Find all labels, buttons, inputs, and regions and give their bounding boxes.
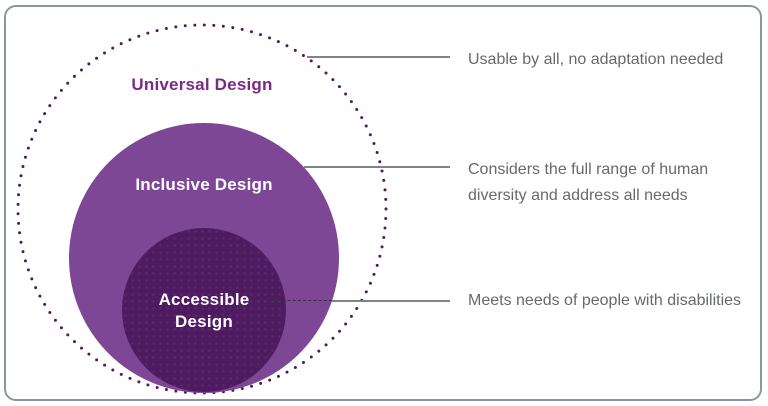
leader-line-accessible <box>332 300 450 302</box>
accessible-design-label: Accessible Design <box>122 289 286 333</box>
inclusive-design-label: Inclusive Design <box>135 175 273 194</box>
annotation-inclusive: Considers the full range of human divers… <box>468 157 760 209</box>
annotation-line: diversity and address all needs <box>468 187 688 204</box>
frame-border <box>4 5 762 401</box>
annotation-universal: Usable by all, no adaptation needed <box>468 47 760 73</box>
leader-line-inclusive <box>304 166 450 168</box>
annotation-line: Meets needs of people with disabilities <box>468 292 742 309</box>
annotation-line: Considers the full range of human <box>468 161 709 178</box>
accessible-design-label-line: Design <box>175 312 233 331</box>
leader-line-universal <box>307 56 450 58</box>
universal-design-label: Universal Design <box>131 75 273 94</box>
annotation-accessible: Meets needs of people with disabilities <box>468 288 760 314</box>
annotation-line: Usable by all, no adaptation needed <box>468 51 724 68</box>
accessible-design-label-line: Accessible <box>158 290 250 309</box>
leader-line-accessible-dashed-segment <box>272 300 332 301</box>
accessible-design-circle <box>122 228 286 392</box>
